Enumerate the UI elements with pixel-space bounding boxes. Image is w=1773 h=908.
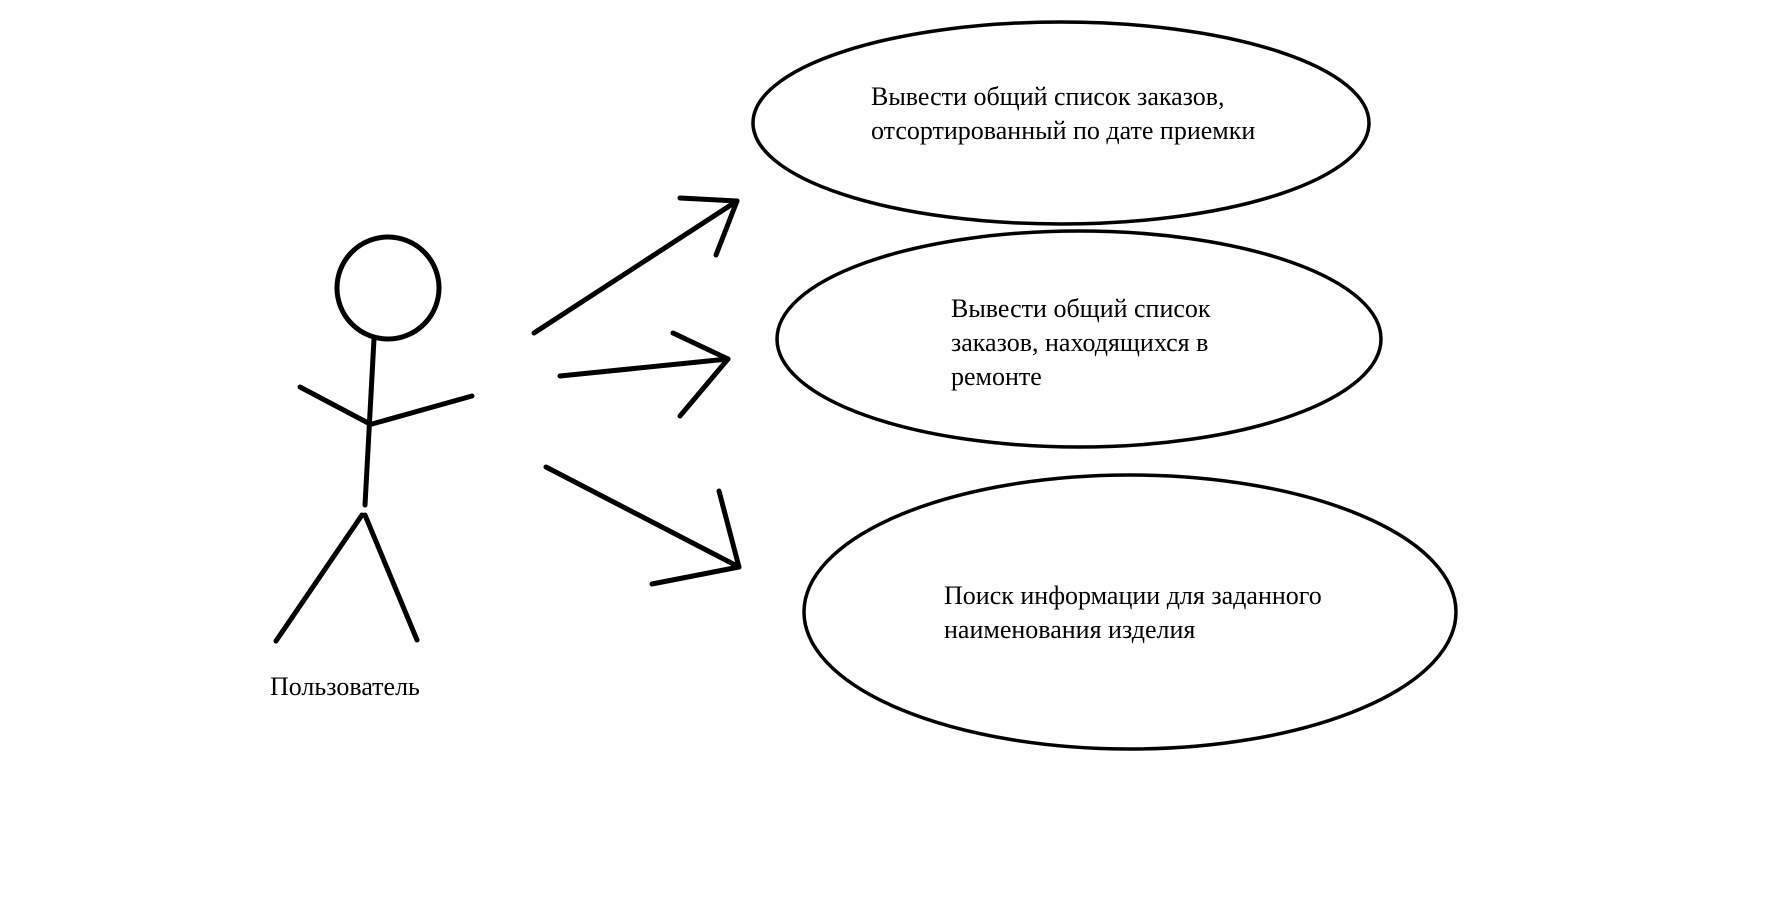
use-case-label-3: Поиск информации для заданного наименова… bbox=[944, 579, 1322, 647]
use-case-label-2: Вывести общий список заказов, находящихс… bbox=[951, 292, 1211, 394]
use-case-3-line-2: наименования изделия bbox=[944, 615, 1196, 644]
actor-left-leg bbox=[273, 512, 365, 644]
actor-right-arm bbox=[369, 393, 475, 427]
arrow-to-use-case-1 bbox=[531, 195, 740, 336]
actor-label: Пользователь bbox=[270, 672, 420, 701]
actor-figure[interactable] bbox=[273, 234, 475, 644]
use-case-1-line-2: отсортированный по дате приемки bbox=[871, 116, 1256, 145]
use-case-2-line-2: заказов, находящихся в bbox=[951, 328, 1209, 357]
use-case-2-line-3: ремонте bbox=[951, 362, 1042, 391]
actor-right-leg bbox=[362, 512, 420, 643]
use-case-ellipse-1[interactable] bbox=[751, 20, 1371, 226]
use-case-ellipse-3[interactable] bbox=[802, 473, 1458, 751]
use-case-ellipse-2[interactable] bbox=[775, 229, 1383, 449]
actor-left-arm bbox=[297, 384, 373, 427]
use-case-3-line-1: Поиск информации для заданного bbox=[944, 581, 1322, 610]
arrow-to-use-case-2 bbox=[557, 330, 731, 419]
actor-head bbox=[334, 234, 442, 342]
use-case-label-1: Вывести общий список заказов, отсортиров… bbox=[871, 80, 1255, 148]
use-case-2-line-1: Вывести общий список bbox=[951, 294, 1211, 323]
use-case-1-line-1: Вывести общий список заказов, bbox=[871, 82, 1225, 111]
arrow-to-use-case-3 bbox=[543, 464, 742, 587]
